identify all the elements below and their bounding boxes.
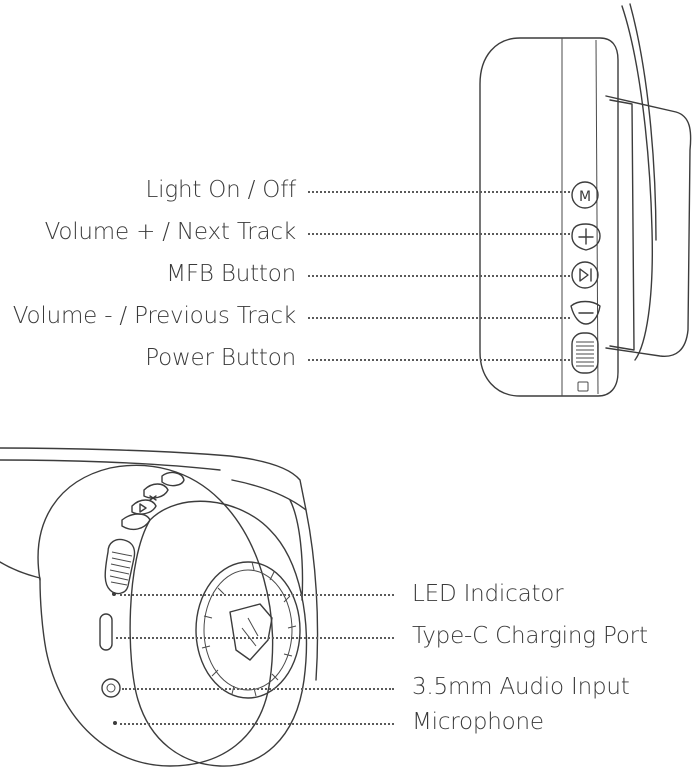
- leader-line-power: [308, 359, 570, 361]
- leader-line-mic: [120, 723, 394, 725]
- callout-label-led: LED Indicator: [412, 581, 564, 607]
- leader-line-led: [120, 594, 394, 596]
- usb-c-port-icon: [99, 613, 113, 651]
- leader-line-light: [308, 191, 570, 193]
- callout-label-audio: 3.5mm Audio Input: [412, 674, 630, 700]
- leader-line-mfb: [308, 275, 570, 277]
- leader-line-audio: [122, 688, 394, 690]
- led-dot-icon: [112, 592, 116, 596]
- m-button-icon: M: [571, 181, 599, 209]
- leader-line-typec: [116, 637, 394, 639]
- callout-label-power: Power Button: [145, 345, 296, 371]
- power-slider-icon: [571, 332, 599, 392]
- callout-label-light: Light On / Off: [145, 177, 297, 203]
- minus-button-icon: [570, 300, 601, 325]
- play-pause-button-icon: [571, 261, 599, 289]
- microphone-hole-icon: [113, 721, 117, 725]
- svg-text:M: M: [579, 189, 591, 205]
- callout-label-mic: Microphone: [412, 709, 544, 735]
- audio-jack-icon: [101, 678, 121, 698]
- leader-line-volume-down: [308, 317, 570, 319]
- callout-label-volume-up: Volume + / Next Track: [44, 219, 297, 245]
- plus-button-icon: [571, 223, 601, 251]
- callout-label-mfb: MFB Button: [166, 261, 296, 287]
- callout-label-typec: Type-C Charging Port: [412, 623, 648, 649]
- leader-line-volume-up: [308, 233, 570, 235]
- callout-label-volume-down: Volume - / Previous Track: [12, 303, 296, 329]
- earcup-angle-illustration: [0, 447, 319, 767]
